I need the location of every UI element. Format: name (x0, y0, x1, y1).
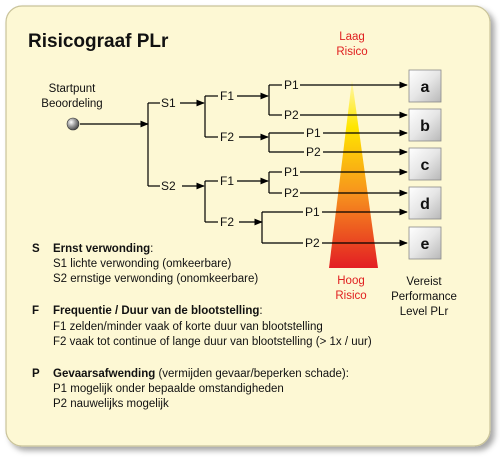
pl-caption-line1: Vereist (406, 276, 442, 288)
pl-caption-line3: Level PLr (400, 306, 449, 318)
pl-label-e: e (421, 236, 430, 253)
node-s1-f1-p1: P1 (284, 78, 299, 92)
pl-caption-line2: Performance (391, 291, 457, 303)
decision-tree-lines (80, 81, 408, 247)
legend-p-letter: P (32, 368, 40, 380)
node-s2-f2-p2: P2 (305, 236, 320, 250)
legend-s-item-1: S1 lichte verwonding (omkeerbare) (53, 258, 232, 270)
node-s2-f1-p1: P1 (284, 165, 299, 179)
node-s2-f1-p2: P2 (284, 186, 299, 200)
node-s2-f2: F2 (220, 215, 234, 229)
pl-box-b (408, 108, 442, 142)
node-s1-f1-p2: P2 (284, 108, 299, 122)
pl-box-e (408, 226, 442, 260)
legend-avoidance: P Gevaarsafwending (vermijden gevaar/bep… (32, 368, 349, 410)
start-label-line1: Startpunt (49, 83, 96, 95)
legend-p-item-2: P2 nauwelijks mogelijk (53, 398, 169, 410)
node-s2-f1: F1 (220, 174, 234, 188)
pl-label-b: b (420, 118, 430, 135)
pl-box-d (408, 186, 442, 220)
legend-severity: S Ernst verwonding: S1 lichte verwonding… (32, 243, 258, 285)
start-label-line2: Beoordeling (41, 98, 102, 110)
node-s2-f2-p1: P1 (305, 205, 320, 219)
risk-high-line1: Hoog (337, 275, 365, 287)
node-s1-f2-p2: P2 (306, 145, 321, 159)
card-background (5, 5, 491, 447)
legend-f-item-1: F1 zelden/minder vaak of korte duur van … (53, 321, 323, 333)
legend-s-item-2: S2 ernstige verwonding (onomkeerbare) (53, 273, 258, 285)
node-s1-f1: F1 (220, 89, 234, 103)
pl-label-d: d (420, 196, 430, 213)
node-s1-f2: F2 (220, 130, 234, 144)
node-s1: S1 (161, 96, 176, 110)
start-point-ball (66, 117, 80, 131)
legend-f-letter: F (32, 305, 39, 317)
risk-low-line2: Risico (336, 46, 367, 58)
pl-label-c: c (421, 157, 430, 174)
legend-f-heading: Frequentie / Duur van de blootstelling: (53, 305, 263, 317)
legend-p-item-1: P1 mogelijk onder bepaalde omstandighede… (53, 383, 284, 395)
legend-f-item-2: F2 vaak tot continue of lange duur van b… (53, 336, 372, 348)
legend-frequency: F Frequentie / Duur van de blootstelling… (32, 305, 372, 348)
legend-s-heading: Ernst verwonding: (53, 243, 153, 255)
risk-low-line1: Laag (339, 31, 365, 43)
node-s2: S2 (161, 179, 176, 193)
pl-box-c (408, 147, 442, 181)
risk-triangle (329, 80, 378, 268)
pl-label-a: a (421, 79, 430, 96)
legend-s-letter: S (32, 243, 40, 255)
pl-box-a (408, 69, 442, 103)
node-s1-f2-p1: P1 (306, 126, 321, 140)
risk-high-line2: Risico (335, 290, 366, 302)
pl-level-column: a b c d e (408, 69, 442, 260)
diagram-title: Risicograaf PLr (28, 31, 169, 52)
legend-p-heading: Gevaarsafwending (vermijden gevaar/beper… (53, 368, 349, 380)
